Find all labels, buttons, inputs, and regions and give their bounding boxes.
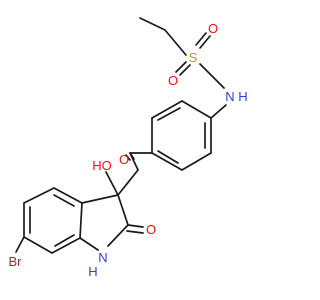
atom-ketone-oxygen: O <box>119 152 129 167</box>
bond-c3a-c3 <box>81 194 119 204</box>
bond-s-o-upper-a <box>195 32 207 46</box>
atom-lactam-nitrogen: N <box>98 250 107 265</box>
atom-hydroxyl: HO <box>92 158 112 173</box>
bond-ring2-4 <box>23 236 53 254</box>
bond-ring2-inner-a <box>53 194 75 207</box>
atom-lactam-oxygen: O <box>146 222 156 237</box>
bond-s-o-upper-b <box>199 35 211 49</box>
molecule-structure-diagram: S O O N H O HO O N H Br <box>9 17 248 279</box>
bond-s-o-lower-b <box>179 64 191 76</box>
bond-ring1-inner-b <box>157 150 179 164</box>
bond-layer <box>15 17 227 254</box>
bond-c3-oh <box>105 171 119 196</box>
atom-sulfur: S <box>189 50 198 65</box>
bond-s-n <box>199 63 225 89</box>
bond-ring2-inner-c <box>54 234 75 247</box>
bond-s-o-lower-a <box>175 61 187 73</box>
atom-sulfonamide-hydrogen: H <box>238 89 247 104</box>
bond-ring2-2 <box>23 187 55 204</box>
bond-ring2-1 <box>53 187 83 204</box>
bond-ring1-3 <box>151 152 183 171</box>
bond-c2-o-b <box>126 230 144 234</box>
atom-bromine: Br <box>9 254 23 269</box>
bond-carbonyl-o-b <box>125 154 131 161</box>
bond-ring1-6 <box>181 100 212 119</box>
bond-ethyl-ch2-s <box>164 29 187 56</box>
atom-lactam-hydrogen: H <box>88 264 97 279</box>
atom-sulfonamide-nitrogen: N <box>225 89 234 104</box>
bond-c2-n1 <box>107 224 129 247</box>
bond-carbonyl-ch2 <box>129 152 139 171</box>
atom-sulfonyl-oxygen-upper: O <box>208 21 218 36</box>
bond-ring1-inner-c <box>157 107 181 121</box>
bond-c3-c2 <box>117 194 129 226</box>
bond-c7a-c3a <box>79 202 83 239</box>
bond-ring1-5 <box>151 100 183 119</box>
bond-n1-c7a <box>79 237 99 251</box>
bond-ring2-5 <box>51 237 81 254</box>
bond-ch2-quaternary <box>117 169 139 196</box>
bond-c-br <box>15 236 25 253</box>
atom-label-layer: S O O N H O HO O N H Br <box>9 21 248 279</box>
bond-ring1-2 <box>181 152 212 171</box>
bond-c2-o-a <box>127 224 144 228</box>
bond-n-aryl <box>210 104 227 119</box>
atom-sulfonyl-oxygen-lower: O <box>168 73 178 88</box>
bond-ethyl-ch3 <box>139 17 166 31</box>
